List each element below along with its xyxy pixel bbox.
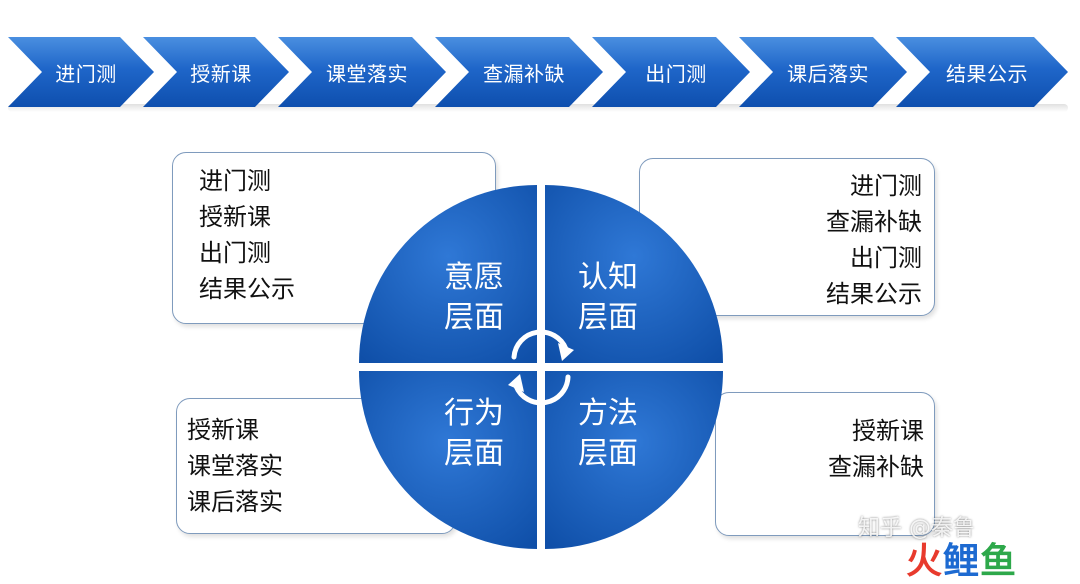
quadrant-bottom-right — [545, 371, 723, 549]
callout-item: 查漏补缺 — [826, 208, 922, 236]
process-step-label: 进门测 — [55, 61, 117, 86]
quadrant-bottom-left — [359, 371, 537, 549]
quadrant-label-top-right: 认知 层面 — [553, 258, 663, 338]
watermark-logo-char: 火 — [906, 541, 944, 582]
cycle-arrows-icon — [511, 329, 571, 406]
watermark-logo-char: 鲤 — [943, 541, 981, 582]
quadrant-label-line: 意愿 — [444, 260, 504, 295]
callout-item: 课堂落实 — [187, 452, 283, 480]
callout-item: 授新课 — [187, 416, 259, 444]
callout-item: 出门测 — [850, 244, 922, 272]
quadrant-label-line: 方法 — [578, 396, 638, 431]
callout-box-bottom-right: 授新课 查漏补缺 — [715, 392, 935, 536]
process-step-label: 结果公示 — [946, 61, 1028, 86]
quadrant-top-left — [359, 185, 537, 363]
callout-item: 进门测 — [199, 167, 271, 195]
watermark-logo: 火鲤鱼 — [906, 532, 1017, 584]
quadrant-label-line: 层面 — [444, 300, 504, 335]
callout-item: 授新课 — [852, 417, 924, 445]
process-step-label: 课堂落实 — [326, 61, 408, 86]
callout-item: 结果公示 — [199, 275, 295, 303]
watermark-text: 知乎 @秦鲁 — [858, 516, 975, 541]
callout-item: 结果公示 — [826, 280, 922, 308]
watermark-logo-char: 鱼 — [980, 541, 1018, 582]
process-step-label: 授新课 — [190, 61, 252, 86]
callout-item: 进门测 — [850, 172, 922, 200]
quadrant-label-bottom-left: 行为 层面 — [419, 394, 529, 474]
quadrant-label-line: 层面 — [578, 436, 638, 471]
quadrant-label-top-left: 意愿 层面 — [419, 258, 529, 338]
quadrant-label-line: 层面 — [578, 300, 638, 335]
quadrant-top-right — [545, 185, 723, 363]
callout-item: 课后落实 — [187, 488, 283, 516]
quadrant-label-line: 行为 — [444, 396, 504, 431]
callout-item: 出门测 — [199, 239, 271, 267]
cycle-arrow-heads — [508, 343, 574, 392]
callout-item: 授新课 — [199, 203, 271, 231]
process-bar-shadow — [8, 104, 1068, 112]
process-step-label: 查漏补缺 — [483, 61, 565, 86]
quadrant-label-bottom-right: 方法 层面 — [553, 394, 663, 474]
quadrant-label-line: 认知 — [578, 260, 638, 295]
quadrant-label-line: 层面 — [444, 436, 504, 471]
process-step-label: 出门测 — [645, 61, 707, 86]
process-step-label: 课后落实 — [787, 61, 869, 86]
callout-item: 查漏补缺 — [828, 453, 924, 481]
